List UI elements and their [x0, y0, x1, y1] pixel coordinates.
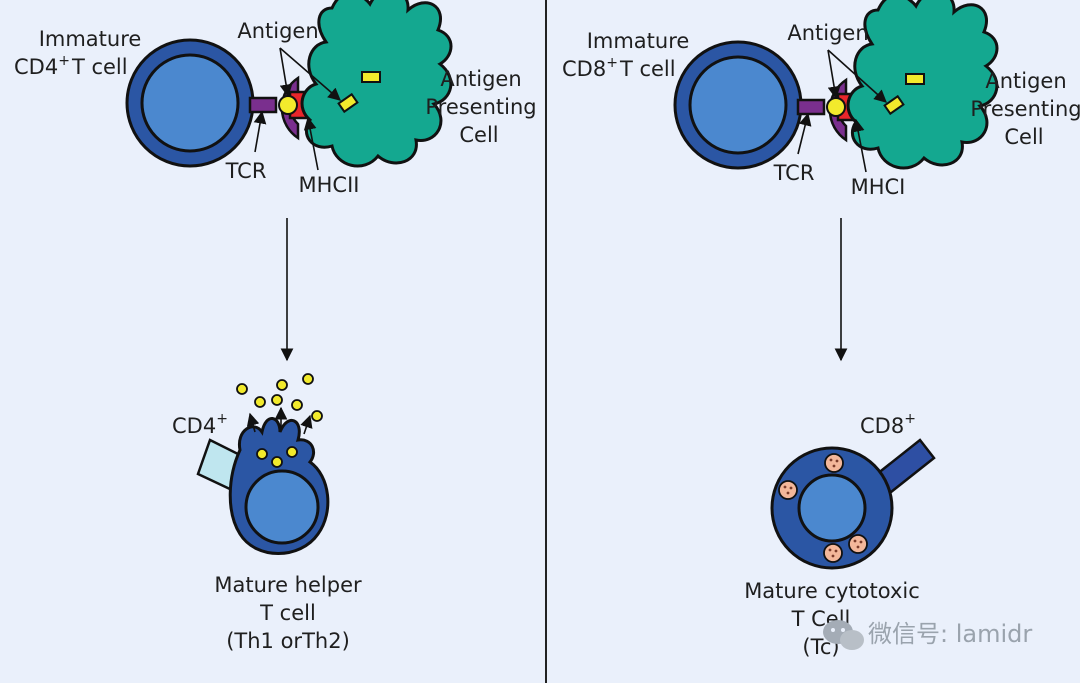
cd4-marker-label: CD4+ — [172, 411, 228, 438]
mhc-label: MHCII — [299, 173, 360, 197]
bound-antigen-left — [278, 95, 298, 115]
mature-helper-t-cell — [196, 373, 330, 555]
apc-label-line2: Presenting — [970, 97, 1080, 121]
free-antigen-right — [883, 94, 905, 116]
watermark: 微信号: lamidr — [823, 620, 1032, 650]
mature-cytotoxic-t-cell — [770, 438, 936, 570]
bound-antigen-right — [826, 97, 846, 117]
apc-label-line3: Cell — [1004, 125, 1043, 149]
immature-cd8-t-cell — [673, 40, 803, 170]
antigen-label: Antigen — [787, 21, 868, 45]
antigen-presenting-cell-left — [300, 0, 453, 168]
watermark-text: 微信号: lamidr — [868, 620, 1032, 648]
tcr-label: TCR — [773, 161, 815, 185]
internal-antigen-left — [361, 71, 381, 83]
mhc-label: MHCI — [851, 175, 906, 199]
immature-cd4-t-cell — [125, 38, 255, 168]
mature-label-line1: Mature cytotoxic — [744, 579, 920, 603]
cd8-marker-label: CD8+ — [860, 411, 916, 438]
tcr-label: TCR — [225, 159, 267, 183]
pointer-lines-left — [253, 47, 341, 171]
immature-label-line2: CD8+T cell — [562, 55, 676, 81]
pointer-lines-right — [797, 49, 887, 173]
mature-label-line1: Mature helper — [214, 573, 362, 597]
immature-label-line1: Immature — [39, 27, 142, 51]
wechat-icon — [823, 620, 864, 650]
mature-label-line3: (Th1 orTh2) — [226, 629, 350, 653]
right-panel: Immature CD8+T cell Antigen Antigen Pres… — [562, 0, 1080, 659]
apc-label-line2: Presenting — [425, 95, 536, 119]
apc-label-line1: Antigen — [985, 69, 1066, 93]
apc-label-line3: Cell — [459, 123, 498, 147]
free-antigen-left — [337, 92, 359, 114]
mature-label-line2: T cell — [259, 601, 316, 625]
internal-antigen-right — [905, 73, 925, 85]
secreted-cytokines — [236, 373, 323, 422]
cytotoxic-granules — [778, 453, 868, 563]
cytokine-granules — [256, 446, 298, 468]
immature-label-line1: Immature — [587, 29, 690, 53]
immature-label-line2: CD4+T cell — [14, 53, 128, 79]
secretion-arrows — [246, 406, 313, 435]
left-panel: Immature CD4+T cell Antigen Antigen Pres… — [14, 0, 537, 653]
antigen-label: Antigen — [237, 19, 318, 43]
apc-label-line1: Antigen — [440, 67, 521, 91]
